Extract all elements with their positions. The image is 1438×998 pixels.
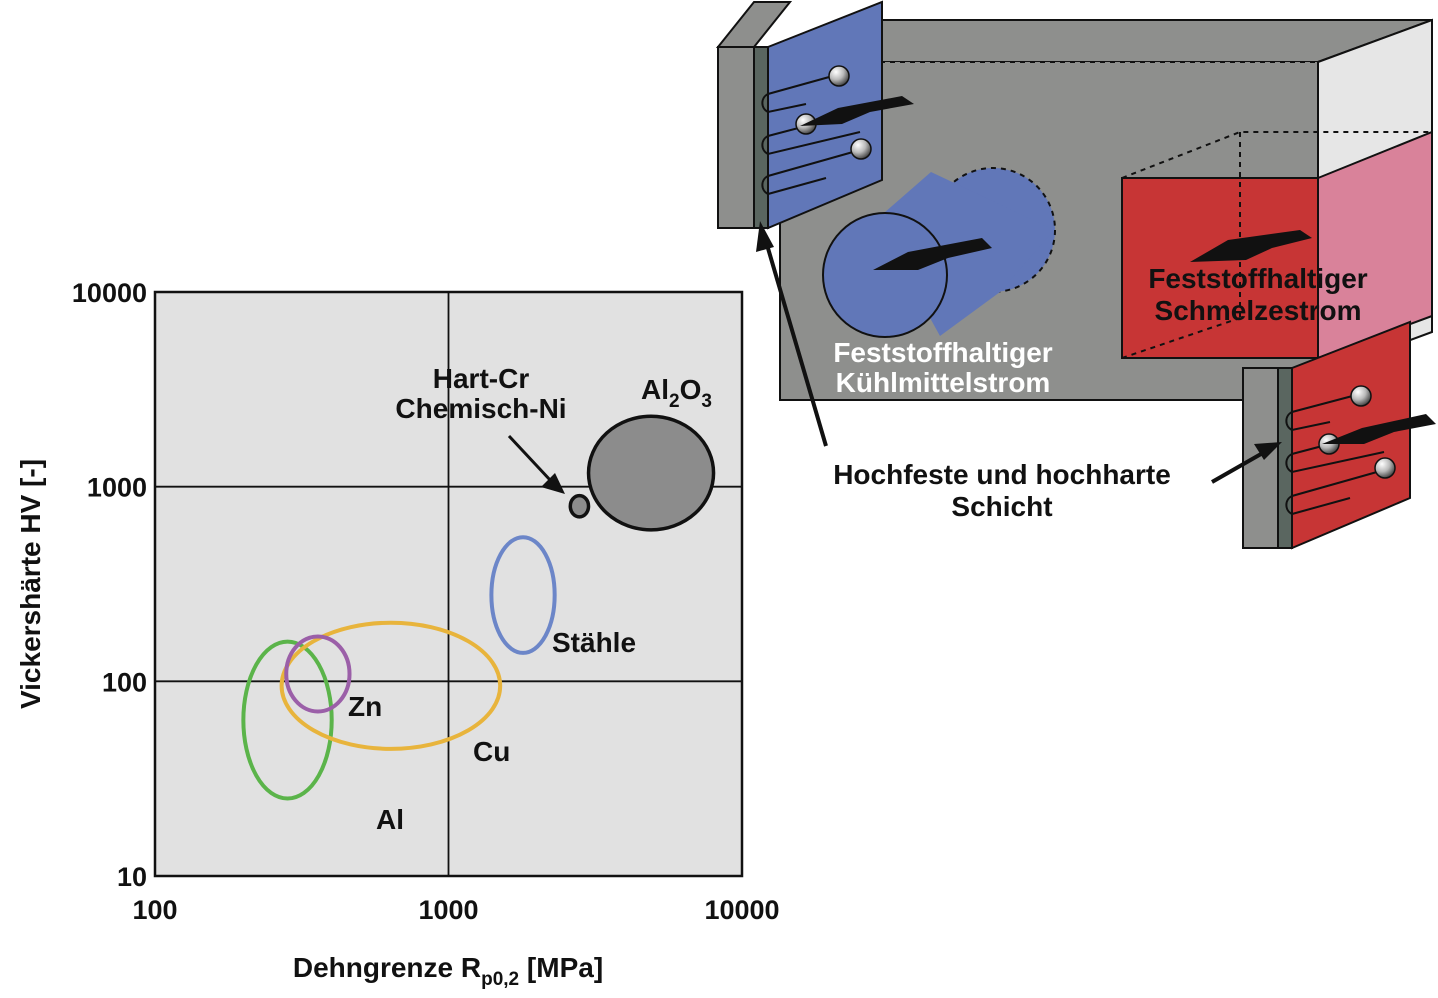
label-al: Al xyxy=(376,804,404,835)
x-tick-label: 100 xyxy=(132,895,177,925)
melt-label-line1: Feststoffhaltiger xyxy=(1148,263,1367,294)
layer-pointer-arrowhead-right xyxy=(1254,442,1282,460)
label-cu: Cu xyxy=(473,736,510,767)
label-hart-cr: Hart-Cr xyxy=(433,363,530,394)
layer-label-line2: Schicht xyxy=(951,491,1052,522)
blue-plate-coil xyxy=(761,73,861,196)
coolant-flow-arrow-icon xyxy=(873,238,992,270)
region-al xyxy=(241,639,334,801)
layer-pointer-arrowhead-left xyxy=(756,221,774,252)
y-tick-label: 10000 xyxy=(72,278,147,308)
red-plate-ball-icon xyxy=(1350,385,1372,407)
x-tick-label: 1000 xyxy=(418,895,478,925)
coolant-label-line1: Feststoffhaltiger xyxy=(833,337,1052,368)
layer-pointer-line-left xyxy=(763,237,828,447)
blue-plate-top xyxy=(715,0,793,48)
region-hart-cr-chemisch-ni xyxy=(568,493,591,519)
label-chemisch-ni: Chemisch-Ni xyxy=(395,393,566,424)
region-zn xyxy=(284,634,352,714)
layer-label-line1: Hochfeste und hochharte xyxy=(833,459,1171,490)
y-tick-label: 1000 xyxy=(87,473,147,503)
blue-plate-ball-icon xyxy=(828,65,850,87)
label-zn: Zn xyxy=(348,691,382,722)
red-plate-arrow-icon xyxy=(1322,414,1436,444)
coolant-channel-front xyxy=(822,212,948,338)
melt-flow-arrow-icon xyxy=(1190,230,1312,262)
region-al2o3 xyxy=(586,414,716,532)
melt-channel-hidden-3 xyxy=(1121,317,1241,359)
red-plate-wall xyxy=(1242,367,1279,549)
melt-channel-hidden xyxy=(1121,131,1432,179)
region-cu xyxy=(279,620,503,751)
melt-channel-front xyxy=(1121,177,1319,359)
y-tick-label: 100 xyxy=(102,667,147,697)
label-al2o3: Al2O3 xyxy=(641,374,712,412)
hartcr-arrowhead xyxy=(541,473,565,494)
material-regions xyxy=(241,414,716,801)
red-plate-coil xyxy=(1285,393,1385,516)
label-staehle: Stähle xyxy=(552,627,636,658)
red-plate-ball-icon xyxy=(1374,457,1396,479)
layer-pointer-line-right xyxy=(1211,448,1269,484)
y-tick-label: 10 xyxy=(117,862,147,892)
hartcr-pointer-arrow xyxy=(507,434,553,483)
red-plate-layer xyxy=(1277,367,1293,549)
blue-plate-arrow-icon xyxy=(800,96,914,126)
flow-channel-diagram: Feststoffhaltiger Schmelzestrom Feststof… xyxy=(715,0,1436,550)
blue-plate-ball-icon xyxy=(850,138,872,160)
melt-label-line2: Schmelzestrom xyxy=(1155,295,1362,326)
y-axis-title: Vickershärte HV [-] xyxy=(15,459,46,709)
blue-plate-wall xyxy=(717,46,755,229)
x-tick-label: 10000 xyxy=(704,895,779,925)
x-axis-title: Dehngrenze Rp0,2 [MPa] xyxy=(293,952,603,990)
coolant-label-line2: Kühlmittelstrom xyxy=(836,367,1051,398)
region-st-hle xyxy=(489,535,557,655)
